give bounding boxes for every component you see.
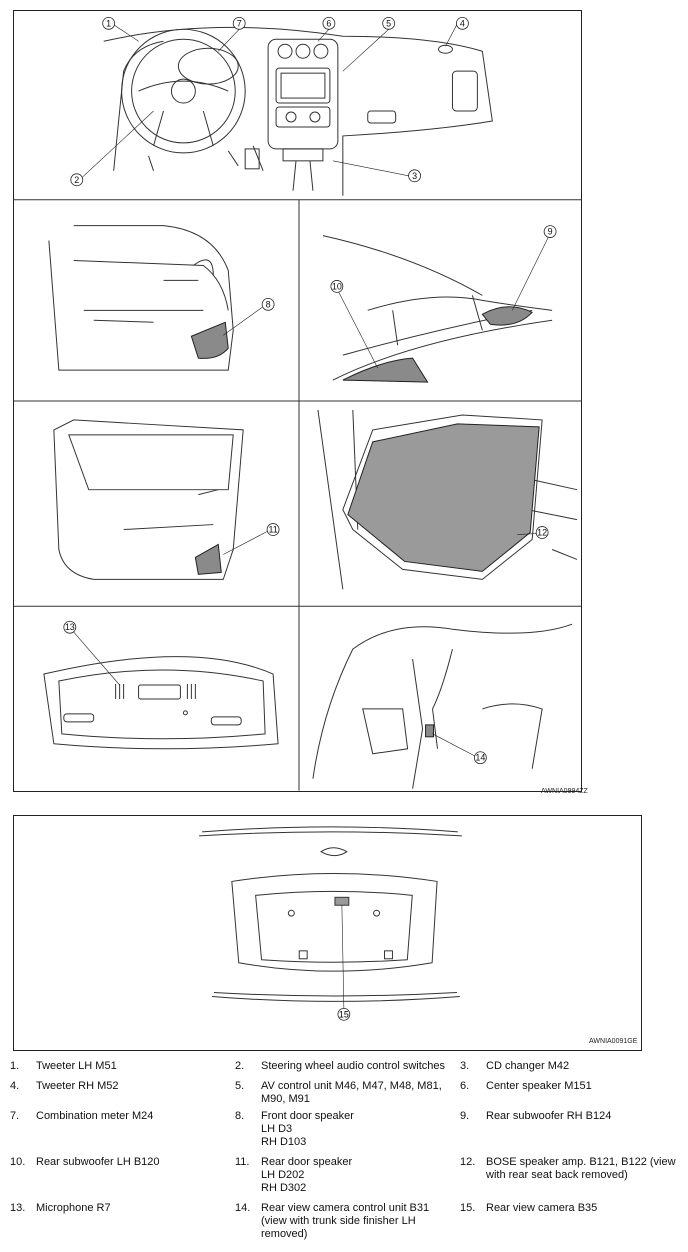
legend-item: 10. Rear subwoofer LH B120 <box>10 1156 235 1202</box>
legend-number: 9. <box>460 1110 470 1122</box>
legend-text: Microphone R7 <box>36 1202 111 1214</box>
legend-text: Center speaker M151 <box>486 1080 592 1092</box>
legend-number: 14. <box>235 1202 251 1214</box>
component-legend: 1. Tweeter LH M51 2. Steering wheel audio … <box>10 1060 685 1246</box>
legend-text: Front door speaker LH D3 RH D103 <box>261 1110 354 1148</box>
callout-3: 3 <box>412 171 417 181</box>
trunk-lid-figure: 15 <box>13 815 642 1051</box>
callout-13: 13 <box>65 622 75 632</box>
legend-text: Tweeter RH M52 <box>36 1080 119 1092</box>
legend-item: 8. Front door speaker LH D3 RH D103 <box>235 1110 460 1156</box>
callout-9: 9 <box>548 227 553 237</box>
legend-item: 3. CD changer M42 <box>460 1060 685 1080</box>
legend-item: 6. Center speaker M151 <box>460 1080 685 1110</box>
legend-item: 14. Rear view camera control unit B31 (vi… <box>235 1202 460 1246</box>
legend-text: AV control unit M46, M47, M48, M81, M90,… <box>261 1080 442 1105</box>
legend-text: Rear view camera control unit B31 (view … <box>261 1202 430 1240</box>
legend-row: 4. Tweeter RH M52 5. AV control unit M46, … <box>10 1080 685 1110</box>
legend-text: Rear subwoofer LH B120 <box>36 1156 160 1168</box>
legend-number: 12. <box>460 1156 476 1168</box>
legend-number: 2. <box>235 1060 245 1072</box>
callout-5: 5 <box>386 18 391 28</box>
legend-number: 15. <box>460 1202 476 1214</box>
legend-number: 13. <box>10 1202 26 1214</box>
legend-item: 15. Rear view camera B35 <box>460 1202 685 1246</box>
callout-6: 6 <box>326 18 331 28</box>
callout-1: 1 <box>106 18 111 28</box>
legend-text: Combination meter M24 <box>36 1110 154 1122</box>
legend-number: 6. <box>460 1080 470 1092</box>
legend-row: 10. Rear subwoofer LH B120 11. Rear door s… <box>10 1156 685 1202</box>
figure1-code: AWNIA0994ZZ <box>541 788 588 795</box>
callout-8: 8 <box>266 299 271 309</box>
legend-item: 9. Rear subwoofer RH B124 <box>460 1110 685 1156</box>
legend-number: 8. <box>235 1110 245 1122</box>
legend-text: CD changer M42 <box>486 1060 570 1072</box>
callout-2: 2 <box>74 175 79 185</box>
legend-row: 13. Microphone R7 14. Rear view camera con… <box>10 1202 685 1246</box>
legend-number: 3. <box>460 1060 470 1072</box>
legend-number: 1. <box>10 1060 20 1072</box>
callout-15: 15 <box>339 1009 349 1019</box>
legend-item: 12. BOSE speaker amp. B121, B122 (view wi… <box>460 1156 685 1202</box>
callout-7: 7 <box>237 18 242 28</box>
figure2-code: AWNIA0091GE <box>589 1038 638 1045</box>
legend-text: Rear door speaker LH D202 RH D302 <box>261 1156 353 1194</box>
legend-item: 13. Microphone R7 <box>10 1202 235 1246</box>
legend-item: 5. AV control unit M46, M47, M48, M81, M9… <box>235 1080 460 1110</box>
component-location-figure: 1 2 3 4 5 6 7 8 9 10 11 12 13 14 <box>13 10 582 792</box>
callout-10: 10 <box>332 281 342 291</box>
callout-11: 11 <box>268 525 277 535</box>
callout-12: 12 <box>537 528 547 538</box>
component-location-drawing: 1 2 3 4 5 6 7 8 9 10 11 12 13 14 <box>14 16 581 791</box>
legend-number: 4. <box>10 1080 20 1092</box>
trunk-lid-drawing: 15 <box>199 826 462 1021</box>
legend-text: Rear view camera B35 <box>486 1202 598 1214</box>
legend-row: 1. Tweeter LH M51 2. Steering wheel audio … <box>10 1060 685 1080</box>
legend-text: BOSE speaker amp. B121, B122 (view with … <box>486 1156 676 1181</box>
callout-14: 14 <box>475 753 485 763</box>
legend-number: 7. <box>10 1110 20 1122</box>
legend-item: 2. Steering wheel audio control switches <box>235 1060 460 1080</box>
callout-4: 4 <box>460 18 465 28</box>
legend-number: 10. <box>10 1156 26 1168</box>
legend-text: Tweeter LH M51 <box>36 1060 117 1072</box>
legend-item: 1. Tweeter LH M51 <box>10 1060 235 1080</box>
legend-item: 11. Rear door speaker LH D202 RH D302 <box>235 1156 460 1202</box>
legend-item: 4. Tweeter RH M52 <box>10 1080 235 1110</box>
legend-text: Steering wheel audio control switches <box>261 1060 446 1072</box>
legend-item: 7. Combination meter M24 <box>10 1110 235 1156</box>
legend-number: 5. <box>235 1080 245 1092</box>
legend-text: Rear subwoofer RH B124 <box>486 1110 612 1122</box>
legend-row: 7. Combination meter M24 8. Front door spe… <box>10 1110 685 1156</box>
legend-number: 11. <box>235 1156 250 1168</box>
